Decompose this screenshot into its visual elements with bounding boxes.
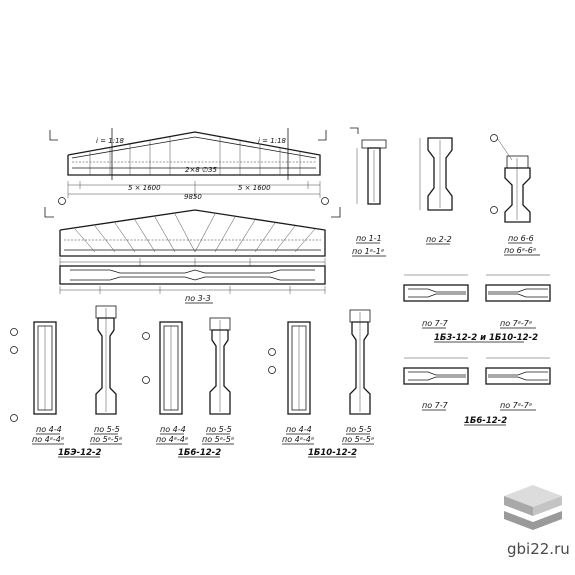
group-label-1b10: 1Б10-12-2 (308, 448, 357, 458)
site-logo (504, 485, 562, 530)
caption-section-4-4-b: по 4-4 (160, 425, 186, 434)
caption-section-7-7-a: по 7-7 (422, 319, 449, 328)
section-4-4-group1: по 4-4 по 4ᵃ-4ᵃ (10, 321, 64, 445)
caption-section-4-4-a: по 4-4 (36, 425, 62, 434)
caption-section-6-6: по 6-6 (508, 234, 534, 243)
caption-section-5-5-b: по 5-5 (206, 425, 232, 434)
section-5-5-group2: по 5-5 по 5ᵃ-5ᵃ (202, 317, 234, 445)
section-5-5-group1: по 5-5 по 5ᵃ-5ᵃ (90, 305, 122, 445)
section-1-1: по 1-1 по 1ᵃ-1ᵃ (350, 127, 387, 257)
dim-9850: 9850 (184, 193, 202, 201)
plan-detail-7-7-lower: по 7-7 по 7ᵃ-7ᵃ 1Б6-12-2 (403, 357, 551, 426)
group-label-1b6-right: 1Б6-12-2 (464, 416, 507, 426)
dim-5x1600-right: 5 × 1600 (238, 184, 271, 192)
caption-section-6a-6a: по 6ᵃ-6ᵃ (504, 246, 536, 255)
caption-section-3-3: по 3-3 (185, 294, 211, 303)
caption-section-5a-5a-b: по 5ᵃ-5ᵃ (202, 435, 234, 444)
dim-rebar-2x8: 2×8 ∅35 (185, 166, 218, 174)
caption-section-4a-4a-c: по 4ᵃ-4ᵃ (282, 435, 314, 444)
caption-section-4a-4a-a: по 4ᵃ-4ᵃ (32, 435, 64, 444)
beam-elevation-middle (44, 207, 341, 266)
section-4-4-group3: по 4-4 по 4ᵃ-4ᵃ (268, 321, 314, 445)
beam-plan-strip: по 3-3 (59, 265, 326, 304)
caption-section-5a-5a-a: по 5ᵃ-5ᵃ (90, 435, 122, 444)
caption-section-1a-1a: по 1ᵃ-1ᵃ (352, 247, 384, 256)
plan-detail-7-7-upper: по 7-7 по 7ᵃ-7ᵃ 1Б3-12-2 и 1Б10-12-2 (403, 274, 551, 343)
dim-5x1600-left: 5 × 1600 (128, 184, 161, 192)
slope-left: i = 1:18 (96, 137, 125, 145)
beam-elevation-top: 5 × 1600 5 × 1600 9850 2×8 ∅35 i = 1:18 … (49, 128, 329, 205)
caption-section-7a-7a-a: по 7ᵃ-7ᵃ (500, 319, 532, 328)
caption-section-5-5-c: по 5-5 (346, 425, 372, 434)
caption-section-2-2: по 2-2 (426, 235, 452, 244)
caption-section-7-7-b: по 7-7 (422, 401, 449, 410)
group-label-1b3: 1БЭ-12-2 (58, 448, 102, 458)
section-5-5-group3: по 5-5 по 5ᵃ-5ᵃ (342, 309, 374, 445)
section-4-4-group2: по 4-4 по 4ᵃ-4ᵃ (142, 321, 188, 445)
watermark-text: gbi22.ru (507, 540, 570, 558)
caption-section-4-4-c: по 4-4 (286, 425, 312, 434)
caption-section-4a-4a-b: по 4ᵃ-4ᵃ (156, 435, 188, 444)
caption-section-5a-5a-c: по 5ᵃ-5ᵃ (342, 435, 374, 444)
group-label-1b3-1b10: 1Б3-12-2 и 1Б10-12-2 (434, 333, 538, 343)
caption-section-1-1: по 1-1 (356, 234, 382, 243)
section-2-2: по 2-2 (419, 137, 453, 245)
section-6-6: по 6-6 по 6ᵃ-6ᵃ (490, 134, 540, 256)
group-label-1b6: 1Б6-12-2 (178, 448, 221, 458)
caption-section-5-5-a: по 5-5 (94, 425, 120, 434)
slope-right: i = 1:18 (258, 137, 287, 145)
caption-section-7a-7a-b: по 7ᵃ-7ᵃ (500, 401, 532, 410)
